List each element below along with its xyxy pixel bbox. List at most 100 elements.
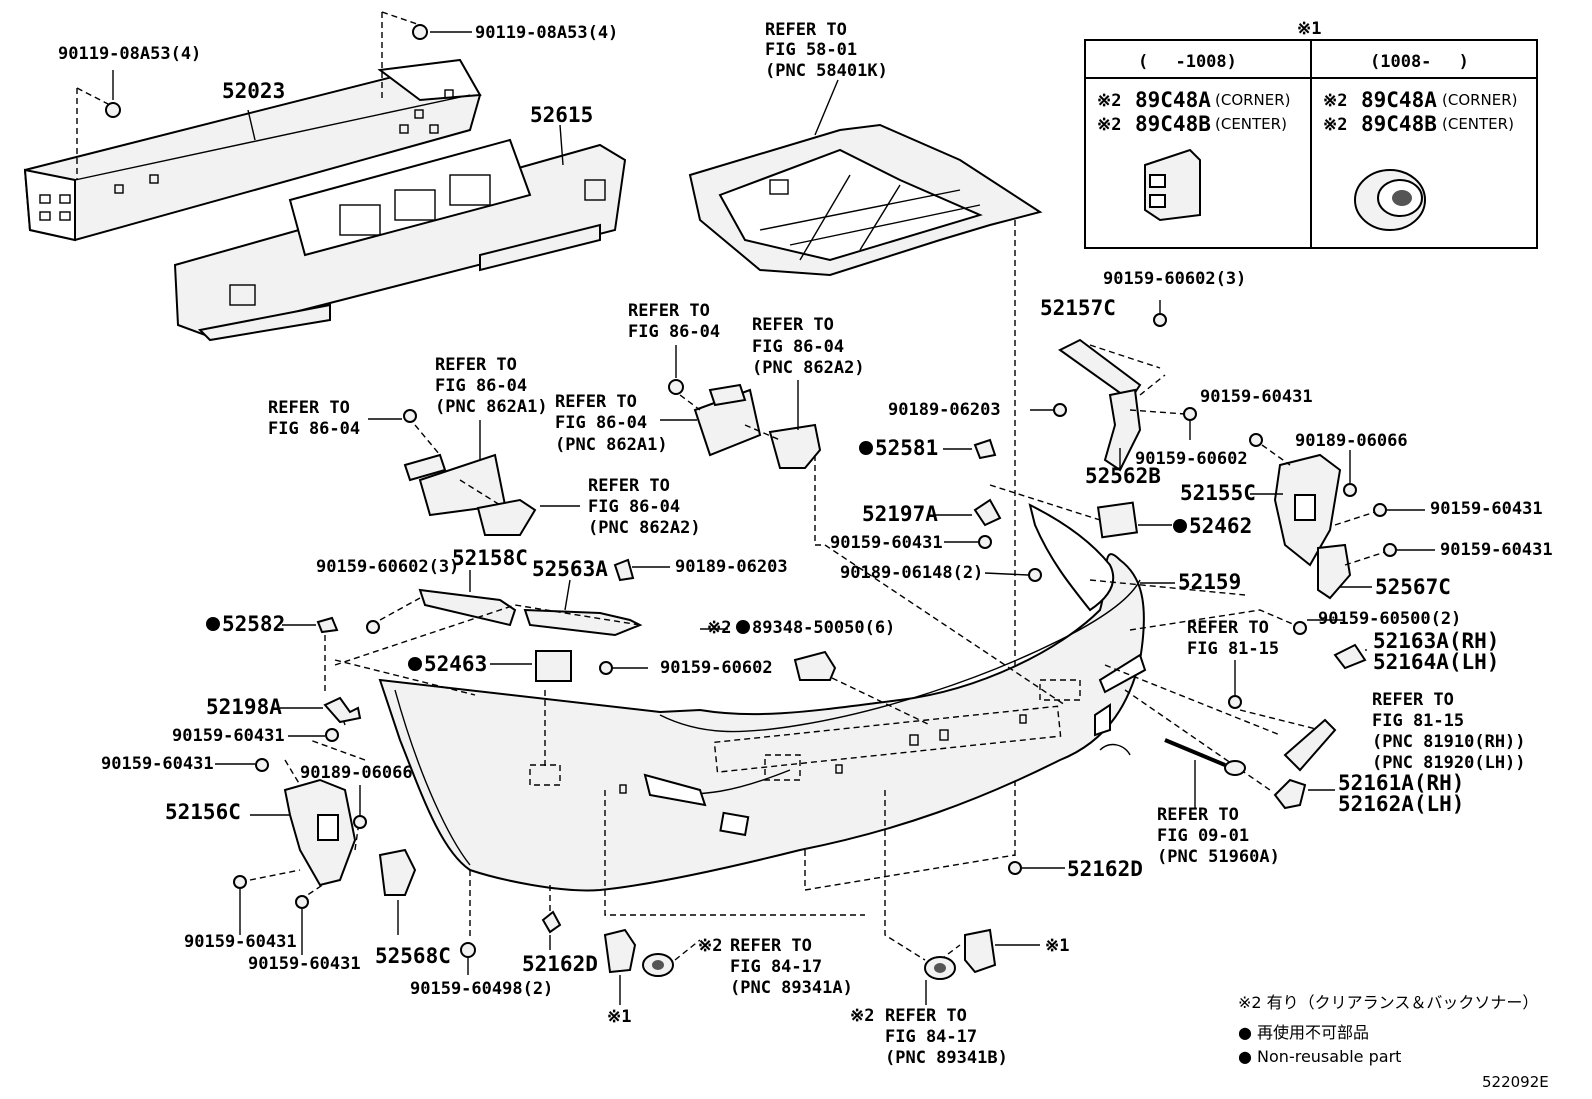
label-52567C: 52567C [1375, 575, 1451, 599]
label-52156C: 52156C [165, 800, 241, 824]
ref-86d-line1: REFER TO [268, 398, 350, 418]
ref-58-line3: (PNC 58401K) [765, 61, 888, 81]
ref-09-line1: REFER TO [1157, 805, 1239, 825]
table-c1-r2-note: (CENTER) [1215, 115, 1287, 133]
towing-eye [1164, 738, 1246, 776]
ref-86e-line3: (PNC 862A1) [555, 435, 668, 455]
table-c2-r2-mark: ※2 [1323, 115, 1347, 135]
ref-58-line1: REFER TO [765, 20, 847, 40]
label-52198A: 52198A [206, 695, 282, 719]
ref-86a-line2: FIG 86-04 [628, 322, 720, 342]
label-52568C: 52568C [375, 944, 451, 968]
ref-84a-line1: REFER TO [730, 936, 812, 956]
legend: ※2 有り（クリアランス＆バックソナー） ● 再使用不可部品 ● Non-reu… [1238, 993, 1549, 1091]
sensor-bracket-icon [1144, 148, 1201, 222]
ref-86c-line1: REFER TO [435, 355, 517, 375]
bracket-52155C [1249, 433, 1397, 600]
label-52158C: 52158C [452, 546, 528, 570]
label-52155C: 52155C [1180, 481, 1256, 505]
label-90189-06066a: 90189-06066 [1295, 431, 1408, 451]
label-52164A: 52164A(LH) [1373, 650, 1499, 674]
label-52581: 52581 [875, 436, 938, 460]
luggage-tray [688, 123, 1043, 277]
label-52162D-right: 52162D [1067, 857, 1143, 881]
label-90159-60431e: 90159-60431 [172, 726, 285, 746]
table-col1-header: ( -1008) [1138, 52, 1237, 72]
ref-86f-line3: (PNC 862A2) [588, 518, 701, 538]
label-90159-60431a: 90159-60431 [1200, 387, 1313, 407]
mark-1-left: ※1 [607, 1007, 631, 1027]
sensor-bracket-center [668, 379, 822, 469]
sensor-corner [603, 928, 674, 977]
reinforcement-52023 [23, 58, 482, 242]
legend-line3: ● Non-reusable part [1238, 1047, 1401, 1066]
label-52162A: 52162A(LH) [1338, 792, 1464, 816]
label-90159-60431f: 90159-60431 [101, 754, 214, 774]
label-52159: 52159 [1178, 570, 1241, 594]
bracket-89348 [793, 650, 837, 681]
figure-code: 522092E [1482, 1073, 1549, 1091]
ref-86f-line2: FIG 86-04 [588, 497, 680, 517]
pad-52581 [973, 438, 997, 460]
ref-84a-line3: (PNC 89341A) [730, 978, 853, 998]
pad-52462 [1096, 501, 1139, 539]
sensor-icon [1354, 169, 1426, 231]
table-text: ※1 ( -1008) (1008- ) ※2 89C48A (CORNER) … [1097, 19, 1518, 136]
ref-86c-line2: FIG 86-04 [435, 376, 527, 396]
table-c2-r2-note: (CENTER) [1442, 115, 1514, 133]
label-52197A: 52197A [862, 502, 938, 526]
ref-86b-line3: (PNC 862A2) [752, 358, 865, 378]
ref-86b-line1: REFER TO [752, 315, 834, 335]
label-52562B: 52562B [1085, 464, 1161, 488]
label-90189-06066b: 90189-06066 [300, 763, 413, 783]
screw-ref-81 [1228, 695, 1242, 709]
table-c1-r1-note: (CORNER) [1215, 91, 1291, 109]
table-c1-r1-code: 89C48A [1135, 88, 1211, 112]
label-52462: 52462 [1189, 514, 1252, 538]
label-90159-60500: 90159-60500(2) [1318, 609, 1461, 629]
label-52023: 52023 [222, 79, 285, 103]
retainer-52158C [366, 588, 517, 634]
variant-table [1084, 39, 1538, 249]
reflector-81 [1283, 718, 1337, 772]
ref-84b-line1: REFER TO [885, 1006, 967, 1026]
label-52563A: 52563A [532, 557, 608, 581]
table-c1-r2-code: 89C48B [1135, 112, 1211, 136]
bolt-90119-left [76, 70, 121, 180]
table-c1-r1-mark: ※2 [1097, 91, 1121, 111]
ref-86b-line2: FIG 86-04 [752, 337, 844, 357]
ref-81b-line2: FIG 81-15 [1372, 711, 1464, 731]
ref-58-line2: FIG 58-01 [765, 40, 857, 60]
table-c2-r2-code: 89C48B [1361, 112, 1437, 136]
ref-09-line3: (PNC 51960A) [1157, 847, 1280, 867]
table-col2-header: (1008- ) [1370, 52, 1469, 72]
sensor-bracket-left [403, 409, 537, 536]
ref-81a-line1: REFER TO [1187, 618, 1269, 638]
ref-84b-line2: FIG 84-17 [885, 1027, 977, 1047]
label-90119-left: 90119-08A53(4) [58, 44, 201, 64]
label-90159-60602a: 90159-60602 [1135, 449, 1248, 469]
ref-84a-line2: FIG 84-17 [730, 957, 822, 977]
legend-line2: ● 再使用不可部品 [1238, 1023, 1369, 1042]
ref-86f-line1: REFER TO [588, 476, 670, 496]
pad-52463 [535, 650, 572, 682]
mark-2-89348: ※2 [707, 618, 731, 638]
dash-guides [249, 455, 1321, 961]
screw-90159-60498 [460, 942, 476, 958]
table-c2-r1-note: (CORNER) [1442, 91, 1518, 109]
bumper-cover-52159 [378, 503, 1147, 892]
legend-line1: ※2 有り（クリアランス＆バックソナー） [1238, 993, 1538, 1012]
label-90159-60498: 90159-60498(2) [410, 979, 553, 999]
absorber-52615 [173, 138, 627, 342]
label-90119-top: 90119-08A53(4) [475, 23, 618, 43]
bolt-90119-top [381, 11, 472, 100]
label-90159-60602-3b: 90159-60602(3) [316, 557, 459, 577]
label-52163A: 52163A(RH) [1373, 629, 1499, 653]
label-90189-06203b: 90189-06203 [675, 557, 788, 577]
clip-52197A [935, 498, 1002, 549]
label-52615: 52615 [530, 103, 593, 127]
clip-52198A [323, 696, 362, 742]
ref-84b-line3: (PNC 89341B) [885, 1048, 1008, 1068]
table-c2-r1-mark: ※2 [1323, 91, 1347, 111]
